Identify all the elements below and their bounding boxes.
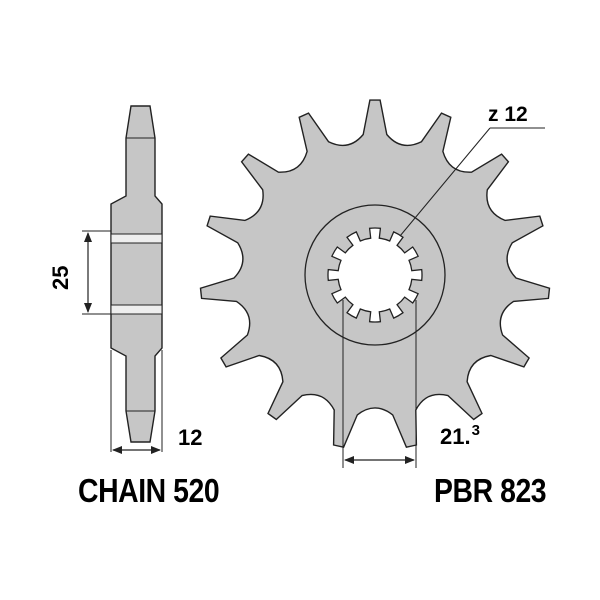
side-profile-view <box>82 105 163 454</box>
side-hub-band-top <box>110 233 163 244</box>
part-number-label: PBR 823 <box>434 472 547 509</box>
dimension-hub-width: 25 <box>48 265 73 290</box>
spline-leader-line <box>399 127 491 237</box>
chain-size-label: CHAIN 520 <box>78 472 220 509</box>
dimension-thickness: 12 <box>178 425 203 450</box>
spline-bore <box>327 227 423 323</box>
front-view <box>199 99 551 468</box>
dimension-bore-superscript: 3 <box>471 422 480 439</box>
spline-count-label: z 12 <box>488 103 528 126</box>
dimension-bore: 21.3 <box>440 423 480 449</box>
dimension-bore-main: 21. <box>440 424 471 449</box>
side-hub-band-bottom <box>110 304 163 315</box>
side-profile-body <box>110 105 163 443</box>
